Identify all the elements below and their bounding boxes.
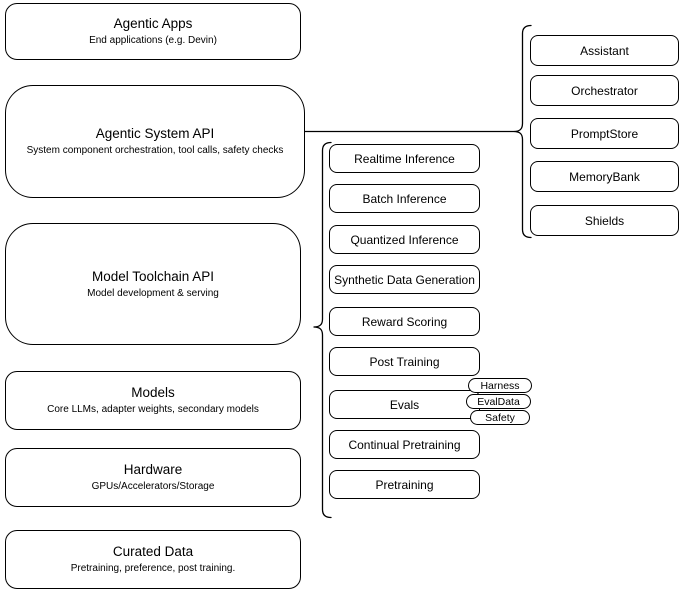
pill-evaldata: EvalData xyxy=(466,394,531,409)
pill-safety: Safety xyxy=(470,410,530,425)
node-subtitle: Pretraining, preference, post training. xyxy=(70,563,236,574)
node-title: Hardware xyxy=(123,462,183,477)
node-hardware: Hardware GPUs/Accelerators/Storage xyxy=(5,448,301,507)
node-title: Models xyxy=(131,385,175,400)
node-subtitle: System component orchestration, tool cal… xyxy=(26,145,284,156)
node-promptstore: PromptStore xyxy=(530,118,679,149)
node-memorybank: MemoryBank xyxy=(530,161,679,192)
node-realtime-inference: Realtime Inference xyxy=(329,144,480,173)
node-model-toolchain-api: Model Toolchain API Model development & … xyxy=(5,223,301,345)
node-title: Model Toolchain API xyxy=(91,268,215,284)
node-pretraining: Pretraining xyxy=(329,470,480,499)
node-batch-inference: Batch Inference xyxy=(329,184,480,213)
node-shields: Shields xyxy=(530,205,679,236)
node-synthetic-data-generation: Synthetic Data Generation xyxy=(329,265,480,294)
node-subtitle: Core LLMs, adapter weights, secondary mo… xyxy=(47,404,259,415)
toolchain-brace xyxy=(313,141,332,519)
node-models: Models Core LLMs, adapter weights, secon… xyxy=(5,371,301,430)
node-assistant: Assistant xyxy=(530,35,679,66)
node-reward-scoring: Reward Scoring xyxy=(329,307,480,336)
node-orchestrator: Orchestrator xyxy=(530,75,679,106)
node-title: Agentic System API xyxy=(95,126,215,141)
pill-harness: Harness xyxy=(468,378,532,393)
node-curated-data: Curated Data Pretraining, preference, po… xyxy=(5,530,301,589)
node-post-training: Post Training xyxy=(329,347,480,376)
node-agentic-apps: Agentic Apps End applications (e.g. Devi… xyxy=(5,3,301,60)
node-evals: Evals xyxy=(329,390,480,419)
node-title: Curated Data xyxy=(112,544,194,559)
node-continual-pretraining: Continual Pretraining xyxy=(329,430,480,459)
node-subtitle: Model development & serving xyxy=(87,287,219,299)
system-components-brace xyxy=(513,24,532,239)
node-title: Agentic Apps xyxy=(113,16,193,31)
node-quantized-inference: Quantized Inference xyxy=(329,225,480,254)
node-subtitle: End applications (e.g. Devin) xyxy=(89,35,217,46)
node-subtitle: GPUs/Accelerators/Storage xyxy=(91,481,215,492)
node-agentic-system-api: Agentic System API System component orch… xyxy=(5,85,305,198)
